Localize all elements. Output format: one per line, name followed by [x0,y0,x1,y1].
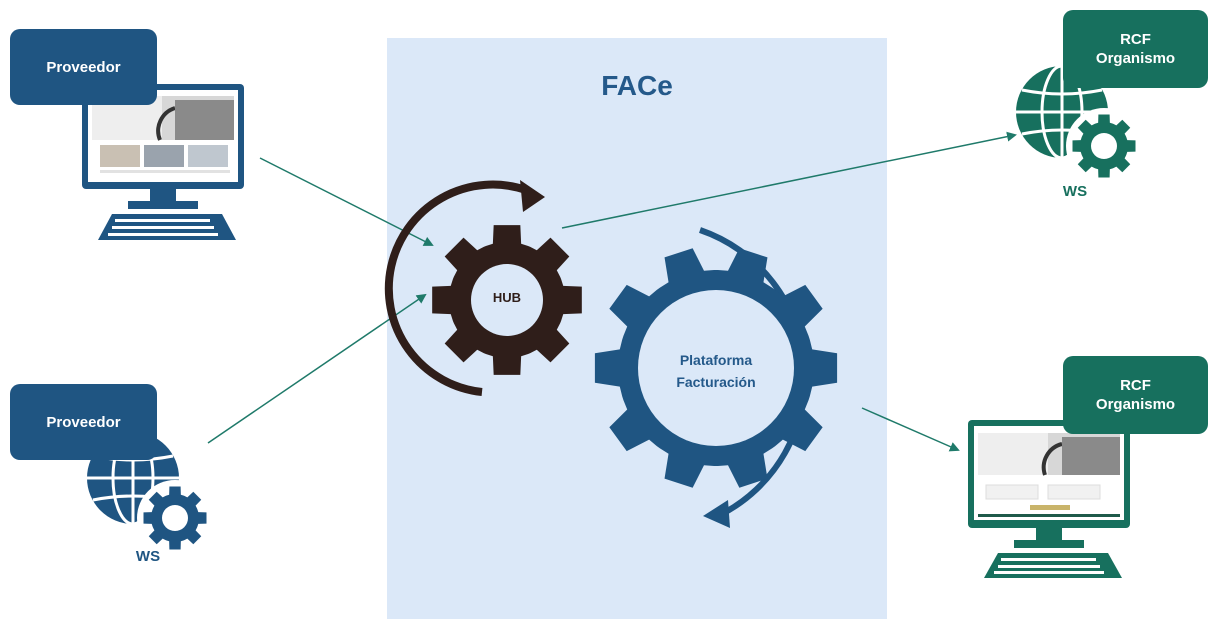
plataforma-label-line1: Plataforma [679,352,753,368]
rcf-computer-icon [968,420,1130,578]
hub-cycle-arrow [384,180,545,396]
rcf-web-label-line2: Organismo [1095,396,1176,413]
proveedor-ws-text: WS [135,548,161,565]
proveedor-ws-box: Proveedor [10,384,157,460]
proveedor-web-label: Proveedor [46,58,121,76]
rcf-ws-text: WS [1062,183,1088,200]
plataforma-label: Plataforma Facturación [646,349,786,393]
arrow-proveedor-ws-to-hub [207,293,427,444]
arrow-hub-to-rcf-ws [561,131,1017,229]
arrow-platform-to-rcf-web [861,407,960,452]
rcf-ws-label-line1: RCF [1120,31,1151,48]
rcf-globe-gear-icon [1016,64,1142,184]
rcf-ws-box: RCF Organismo [1063,10,1208,88]
hub-gear-icon [432,225,582,375]
rcf-web-box: RCF Organismo [1063,356,1208,434]
rcf-web-label-line1: RCF [1120,377,1151,394]
proveedor-web-box: Proveedor [10,29,157,105]
hub-label: HUB [492,290,522,305]
platform-gear-icon [594,248,838,488]
rcf-ws-label-line2: Organismo [1095,50,1176,67]
plataforma-label-line2: Facturación [676,374,756,390]
face-title: FACe [601,70,673,101]
proveedor-computer-icon [82,84,244,240]
proveedor-ws-label: Proveedor [46,413,121,431]
